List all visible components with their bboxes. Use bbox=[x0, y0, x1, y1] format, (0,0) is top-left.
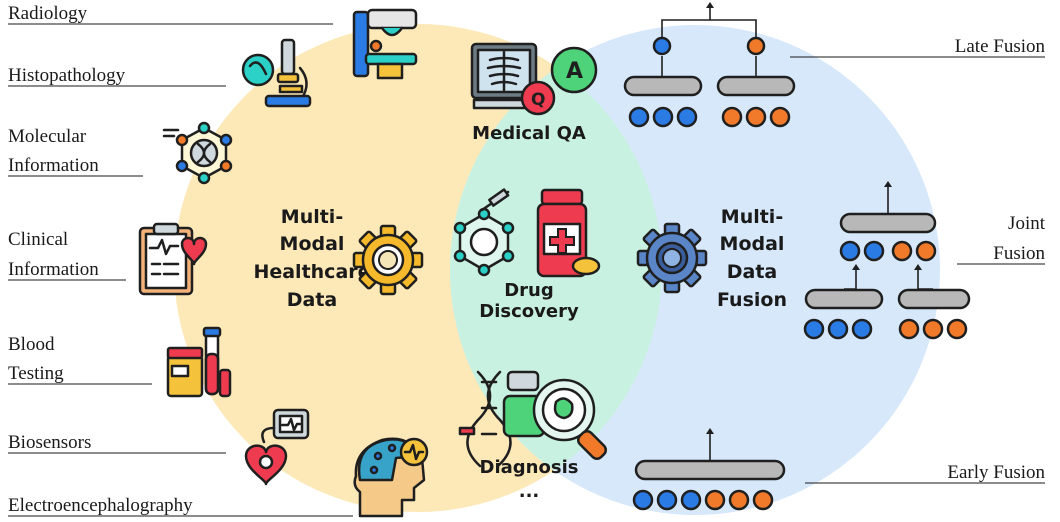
late-fusion-encoder-bar bbox=[623, 75, 703, 97]
heart-monitor-icon bbox=[244, 408, 310, 486]
late-fusion-output-node bbox=[652, 36, 672, 56]
app-medical-qa: Medical QA bbox=[472, 123, 586, 144]
app-more: ... bbox=[519, 481, 540, 502]
gear-icon bbox=[636, 222, 708, 294]
label-biosensors: Biosensors bbox=[8, 432, 91, 453]
brain-eeg-icon bbox=[353, 437, 429, 518]
late-fusion-schematic bbox=[623, 2, 796, 128]
app-drug-1: Drug bbox=[504, 280, 554, 301]
label-molecular-1: Molecular bbox=[8, 126, 87, 147]
svg-text:Q: Q bbox=[531, 90, 545, 110]
dna-magnifier-icon bbox=[458, 370, 608, 468]
svg-text:A: A bbox=[566, 59, 583, 84]
label-clinical-2: Information bbox=[8, 259, 99, 280]
blood-tubes-icon bbox=[166, 326, 232, 398]
healthcare-data-line-3: Healthcare bbox=[253, 261, 370, 283]
late-fusion-encoder-bar bbox=[716, 75, 796, 97]
label-molecular-2: Information bbox=[8, 155, 99, 176]
data-fusion-line-4: Fusion bbox=[717, 289, 787, 311]
label-histopathology: Histopathology bbox=[8, 65, 126, 86]
label-early-fusion: Early Fusion bbox=[947, 462, 1045, 483]
healthcare-data-line-1: Multi- bbox=[281, 206, 343, 228]
label-joint-fusion-1: Joint bbox=[1008, 213, 1046, 234]
dna-network-icon bbox=[162, 121, 233, 185]
data-fusion-line-3: Data bbox=[727, 261, 778, 283]
app-drug-2: Discovery bbox=[479, 301, 579, 322]
healthcare-data-line-2: Modal bbox=[280, 233, 345, 255]
early-fusion-bar bbox=[634, 459, 786, 481]
joint-fusion-shared-bar bbox=[839, 212, 937, 234]
xray-qa-icon: A Q bbox=[470, 42, 598, 116]
joint-fusion-schematic bbox=[803, 181, 971, 340]
early-fusion-schematic bbox=[632, 428, 786, 511]
label-blood-1: Blood bbox=[8, 334, 55, 355]
clipboard-heart-icon bbox=[138, 222, 208, 296]
label-joint-fusion-2: Fusion bbox=[993, 243, 1045, 264]
label-blood-2: Testing bbox=[8, 363, 64, 384]
radiology-scanner-icon bbox=[352, 8, 418, 80]
label-clinical-1: Clinical bbox=[8, 229, 68, 250]
label-late-fusion: Late Fusion bbox=[955, 36, 1046, 57]
healthcare-data-line-4: Data bbox=[287, 289, 338, 311]
microscope-icon bbox=[241, 38, 312, 108]
label-eeg: Electroencephalography bbox=[8, 495, 193, 516]
late-fusion-output-node bbox=[746, 36, 766, 56]
data-fusion-line-1: Multi- bbox=[721, 206, 783, 228]
app-diagnosis: Diagnosis bbox=[480, 457, 579, 478]
data-fusion-line-2: Modal bbox=[720, 233, 785, 255]
drug-bottle-icon bbox=[453, 188, 601, 278]
label-radiology: Radiology bbox=[8, 3, 88, 24]
gear-icon bbox=[352, 224, 424, 296]
